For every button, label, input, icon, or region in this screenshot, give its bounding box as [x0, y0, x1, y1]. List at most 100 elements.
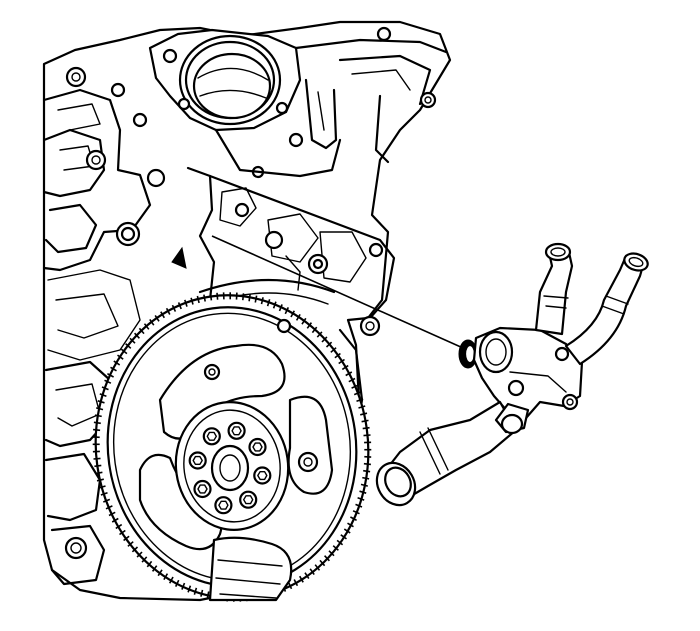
gear-tooth: [127, 541, 134, 547]
flywheel: [92, 292, 372, 602]
gear-tooth: [131, 546, 139, 553]
flywheel-bolt: [214, 496, 233, 515]
gear-tooth: [115, 523, 123, 530]
gear-tooth: [330, 347, 337, 353]
gear-tooth: [96, 407, 104, 411]
gear-tooth: [111, 517, 119, 523]
gear-tooth: [187, 585, 192, 593]
gear-tooth: [362, 426, 370, 430]
gear-tooth: [358, 405, 366, 409]
gear-tooth: [284, 307, 290, 315]
gear-tooth: [206, 591, 210, 599]
gear-tooth: [99, 393, 107, 397]
gear-tooth: [266, 299, 271, 307]
gear-tooth: [151, 565, 158, 572]
flywheel-bolt-head: [252, 442, 263, 452]
gear-tooth: [341, 364, 349, 371]
gear-tooth: [363, 469, 371, 473]
gear-tooth: [94, 464, 102, 468]
gear-tooth: [95, 471, 103, 475]
gear-tooth: [293, 579, 299, 587]
flywheel-bolt: [188, 451, 207, 470]
gear-tooth: [295, 313, 301, 321]
gear-tooth: [184, 299, 188, 307]
gear-tooth: [314, 564, 321, 571]
gear-tooth: [360, 412, 368, 416]
gear-tooth: [304, 572, 310, 580]
gear-tooth: [94, 414, 102, 418]
gear-tooth: [113, 360, 121, 366]
gear-tooth: [149, 318, 155, 326]
gear-tooth: [181, 582, 186, 590]
gear-tooth: [97, 400, 105, 404]
flywheel-bolt-head: [231, 426, 242, 436]
gear-tooth: [141, 556, 148, 563]
gear-tooth: [143, 323, 150, 330]
gear-tooth: [120, 348, 128, 355]
gear-tooth: [117, 354, 124, 360]
gear-tooth: [332, 545, 339, 551]
gear-tooth: [321, 336, 328, 343]
gear-tooth: [348, 377, 356, 383]
gear-tooth: [146, 560, 153, 568]
installation-guide-line: [211, 235, 473, 353]
gear-tooth: [272, 301, 277, 309]
flywheel-bolt-head: [206, 431, 217, 441]
gear-tooth: [325, 341, 333, 348]
gear-tooth: [193, 587, 198, 595]
gear-tooth: [123, 535, 130, 542]
flywheel-bolt: [202, 427, 221, 446]
flywheel-bolt-head: [257, 471, 268, 481]
flywheel-bolt: [253, 466, 272, 485]
gear-tooth: [134, 332, 140, 339]
gear-tooth: [177, 302, 182, 310]
gear-tooth: [345, 371, 353, 377]
gear-tooth: [350, 516, 357, 522]
gear-tooth: [311, 326, 318, 334]
gear-tooth: [209, 293, 213, 301]
gear-tooth: [168, 576, 174, 584]
gear-tooth: [100, 492, 108, 496]
gear-tooth: [361, 419, 369, 423]
gear-tooth: [355, 503, 363, 508]
gear-tooth: [351, 384, 359, 389]
flywheel-bolt-head: [197, 484, 208, 494]
gear-tooth: [360, 483, 368, 487]
gear-tooth: [352, 510, 360, 515]
gear-tooth: [316, 331, 323, 338]
gear-tooth: [306, 322, 313, 329]
gear-tooth: [363, 462, 371, 466]
gear-tooth: [129, 337, 136, 344]
gear-tooth: [163, 573, 169, 581]
gear-tooth: [347, 522, 354, 528]
gear-tooth: [119, 529, 126, 536]
flywheel-bolt-head: [218, 500, 229, 510]
gear-tooth: [301, 317, 307, 325]
gear-tooth: [356, 398, 364, 402]
gear-tooth: [190, 297, 194, 305]
flywheel-bolts: [188, 421, 272, 515]
gear-tooth: [319, 559, 326, 567]
gear-tooth: [340, 534, 347, 540]
gear-tooth: [203, 294, 206, 302]
flywheel-bolt: [227, 421, 246, 440]
gear-tooth: [98, 485, 106, 489]
gear-tooth: [93, 421, 101, 425]
gear-tooth: [196, 295, 200, 304]
gear-tooth: [353, 391, 361, 396]
gear-tooth: [101, 386, 109, 391]
gear-tooth: [254, 295, 258, 303]
water-outlet-housing: [375, 242, 649, 507]
gear-tooth: [359, 490, 367, 494]
gear-tooth: [165, 307, 171, 315]
gear-tooth: [328, 550, 335, 557]
gear-tooth: [334, 352, 341, 359]
flywheel-bolt-head: [243, 495, 254, 505]
gear-tooth: [103, 498, 111, 503]
gear-tooth: [287, 582, 293, 590]
gear-tooth: [216, 292, 219, 300]
gear-tooth: [299, 575, 304, 583]
gear-tooth: [200, 589, 204, 597]
